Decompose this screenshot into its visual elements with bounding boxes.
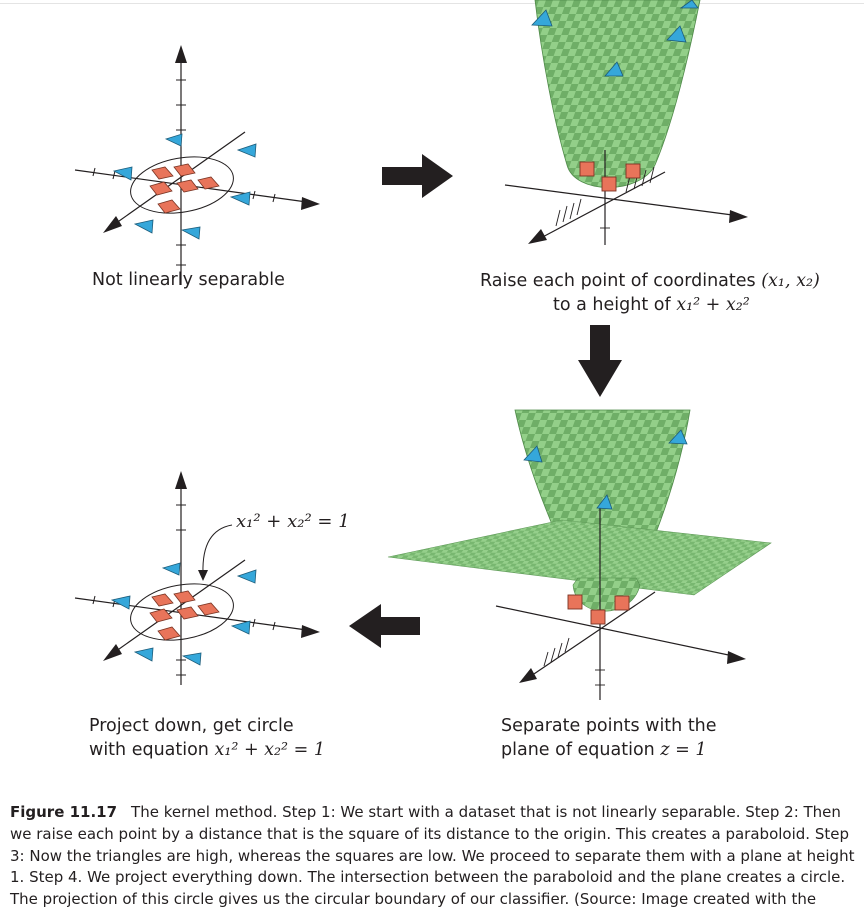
- arrow-icon: [578, 325, 622, 397]
- step2-coord-expr: (x₁, x₂): [761, 271, 820, 291]
- callout-leader: [202, 524, 233, 574]
- step3-plane-expr: z = 1: [660, 740, 707, 760]
- step4-label-line1: Project down, get circle: [89, 716, 294, 736]
- kernel-figure: [74, 0, 772, 700]
- step4-callout-expr: x₁² + x₂² = 1: [236, 511, 350, 532]
- top-divider: [0, 3, 864, 4]
- step3-label-line2: plane of equation z = 1: [501, 740, 707, 760]
- arrow-icon: [382, 154, 453, 198]
- panel-step4-plot: [74, 471, 320, 685]
- step2-height-expr: x₁² + x₂²: [676, 295, 750, 315]
- panel-step1-plot: [74, 45, 320, 285]
- panel-step2-plot: [504, 0, 748, 245]
- caption-text: The kernel method. Step 1: We start with…: [10, 803, 855, 909]
- step4-circle-expr: x₁² + x₂² = 1: [214, 740, 325, 760]
- step1-label: Not linearly separable: [92, 270, 285, 290]
- step2-label-line1: Raise each point of coordinates (x₁, x₂): [480, 271, 820, 291]
- panel-step3-plot: [387, 409, 772, 700]
- figure-number: Figure 11.17: [10, 803, 118, 821]
- step4-label-line2: with equation x₁² + x₂² = 1: [89, 740, 325, 760]
- step2-label-line2: to a height of x₁² + x₂²: [553, 295, 750, 315]
- step3-label-line1: Separate points with the: [501, 716, 717, 736]
- arrow-icon: [349, 604, 420, 648]
